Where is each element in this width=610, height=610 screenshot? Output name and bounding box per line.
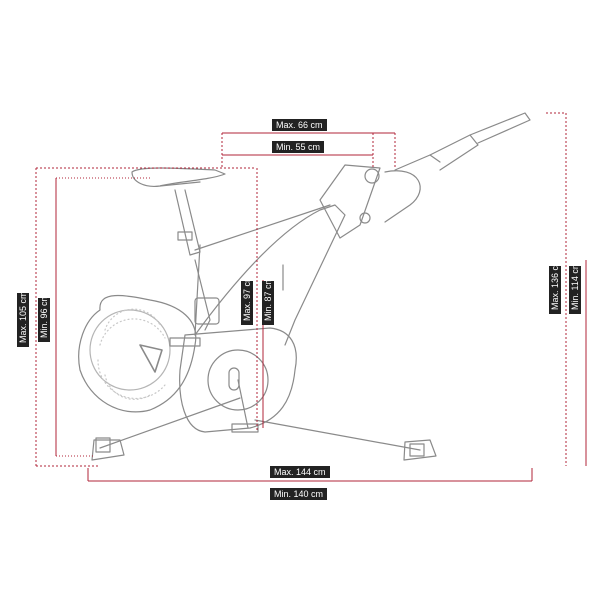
handlebar-column bbox=[319, 164, 381, 239]
total-height-min-label: Min. 114 cm bbox=[569, 262, 581, 314]
seat-height-max-label: Max. 105 cm bbox=[17, 291, 29, 347]
seat-height-min-label: Min. 96 cm bbox=[38, 294, 50, 342]
length-min-label: Min. 140 cm bbox=[270, 488, 328, 500]
seat-horizontal-min-label: Min. 55 cm bbox=[272, 141, 325, 153]
crank-height-min-label: Min. 87 cm bbox=[262, 277, 274, 325]
seat-post bbox=[174, 189, 201, 256]
handlebar-extension bbox=[429, 134, 479, 171]
front-base-bar bbox=[254, 419, 421, 451]
saddle bbox=[131, 167, 226, 187]
rear-base-bar bbox=[99, 397, 241, 449]
drive-housing bbox=[179, 327, 297, 433]
flywheel-cover bbox=[78, 294, 197, 413]
main-frame bbox=[194, 204, 346, 346]
length-max-label: Max. 144 cm bbox=[270, 466, 330, 478]
seat-horizontal-max-label: Max. 66 cm bbox=[272, 119, 327, 131]
crank-height-max-label: Max. 97 cm bbox=[241, 274, 253, 325]
blank-footer bbox=[0, 508, 610, 610]
total-height-max-label: Max. 136 cm bbox=[549, 258, 561, 314]
